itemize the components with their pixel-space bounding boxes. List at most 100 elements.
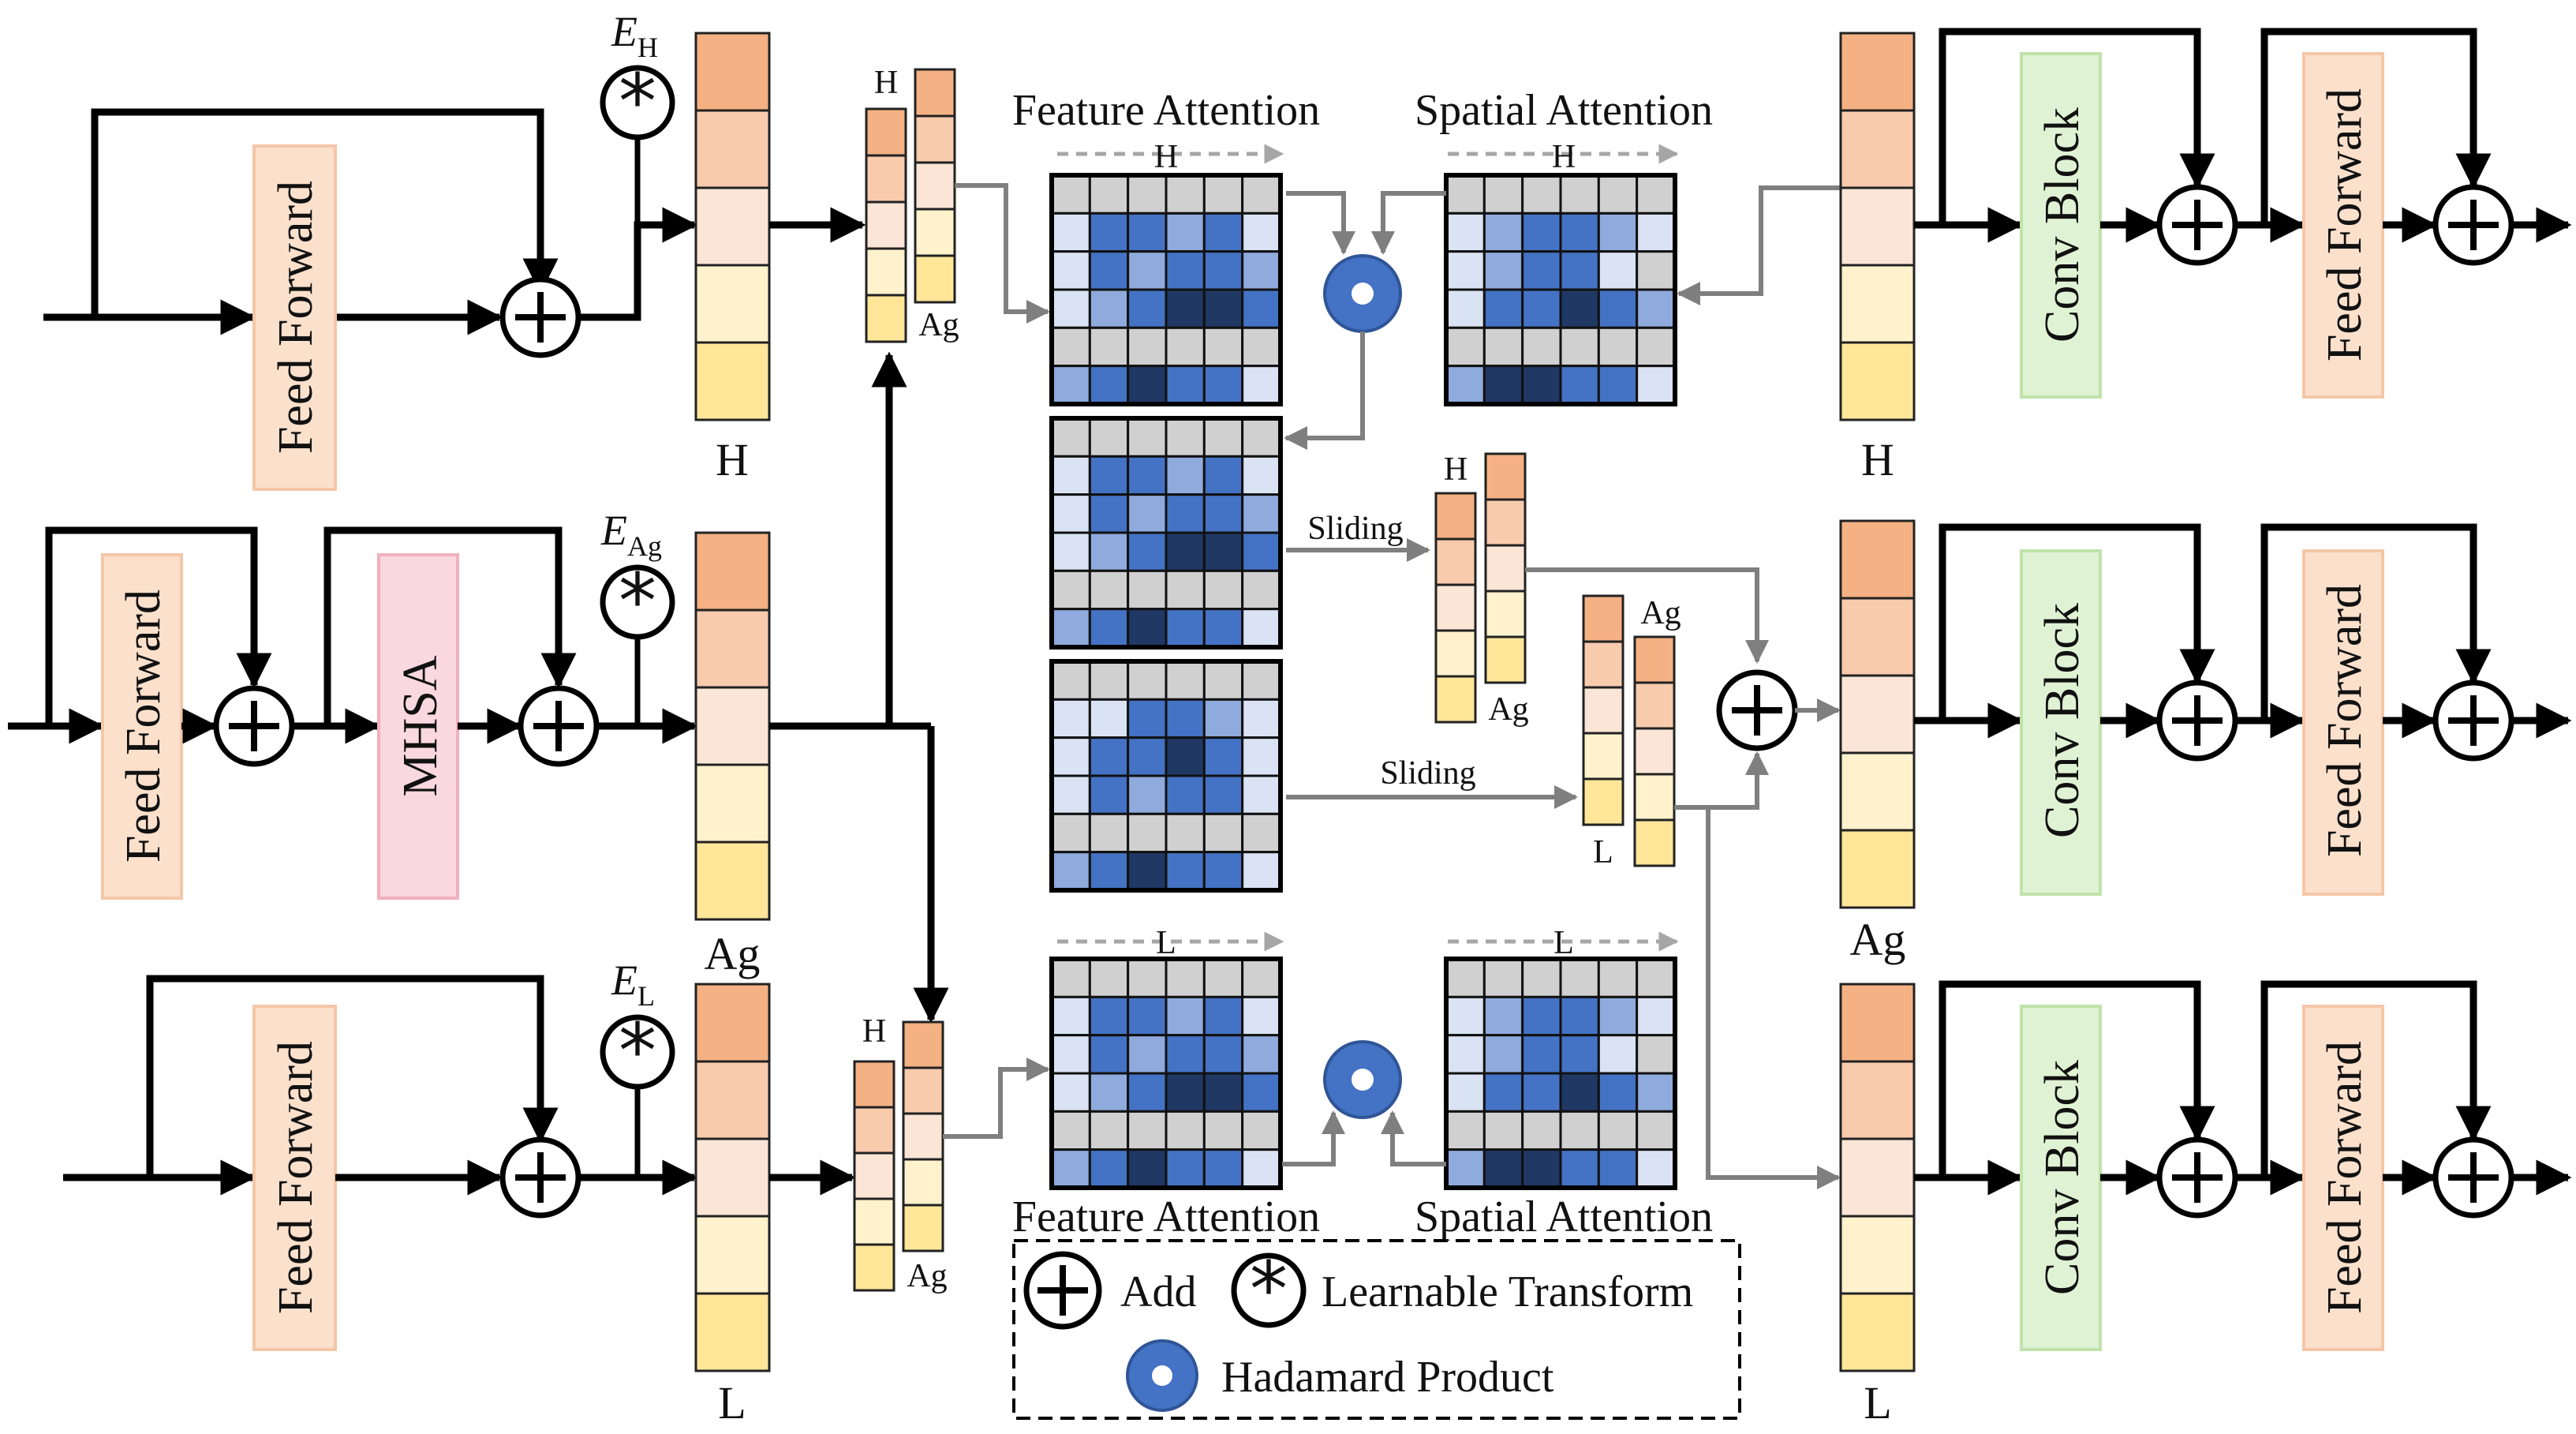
heatmap-cell [1165,455,1206,496]
heatmap-cell [1088,1034,1130,1075]
right-chain-l: Conv Block Feed Forward [1914,980,2572,1351]
token-cell [1582,640,1624,689]
token-bar-l-left [694,983,771,1372]
heatmap-border [1049,957,1283,1190]
heatmap-cell [1127,288,1168,329]
heatmap-cell [1088,851,1130,892]
heatmap-cell [1165,569,1206,611]
feed-forward-label-l: Feed Forward [269,1041,323,1314]
heatmap-cell [1521,326,1562,368]
token-bar-ag-right-label: Ag [1850,914,1906,965]
heatmap-cell [1202,995,1244,1037]
heatmap-cell [1127,455,1168,496]
heatmap-cell [1521,1072,1562,1113]
token-cell [1839,1292,1916,1372]
token-cell [1839,751,1916,832]
pair-bar-ag-bottom [902,1020,944,1252]
heatmap-cell [1088,660,1130,701]
heatmap-cell [1445,1110,1486,1151]
heatmap-cell [1050,417,1091,458]
heatmap-cell [1202,417,1244,458]
heatmap-cell [1597,288,1639,329]
heatmap-cell [1482,326,1524,368]
heatmap-cell [1050,1034,1091,1075]
heatmap-cell [1521,250,1562,291]
heatmap-border [1444,173,1677,406]
e-h-label: EH [611,8,658,63]
heatmap-cell [1559,212,1600,253]
heatmap-cell [1127,174,1168,215]
heatmap-cell [1202,812,1244,854]
heatmap-cell [1088,417,1130,458]
heatmap-cell [1241,774,1282,815]
spatial-attention-title-bottom: Spatial Attention [1415,1193,1713,1241]
pair1-to-add-arrow [1525,567,1769,664]
heatmap-cell [1050,1110,1091,1151]
heatmap-cell [1241,569,1282,611]
e-ag-label: EAg [600,507,662,562]
heatmap-cell [1597,1110,1639,1151]
heatmap-cell [1482,288,1524,329]
add-icon-h-conv [2156,184,2238,266]
conv-block-box-h [2020,52,2102,399]
heatmap-cell [1445,957,1486,998]
heatmap-cell [1050,812,1091,854]
token-cell [1434,629,1477,678]
legend-learnable-icon: * [1231,1245,1307,1334]
token-cell [902,1066,944,1115]
heatmap-cell [1127,1034,1168,1075]
token-cell [694,841,771,921]
token-cell [1839,1137,1916,1218]
heatmap-cell [1636,1034,1677,1075]
heatmap-cell [1202,569,1244,611]
heatmap-cell [1202,212,1244,253]
token-cell [694,1215,771,1295]
heatmap-cell [1521,288,1562,329]
heatmap-cell [1088,455,1130,496]
token-cell [694,32,771,112]
heatmap-border [1049,659,1283,893]
heatmap-cell [1165,365,1206,406]
add-icon-l-ff [2432,1136,2514,1219]
token-cell [694,1060,771,1140]
heatmap-cell [1482,365,1524,406]
heatmap-cell [1445,174,1486,215]
heatmap-cell [1445,326,1486,368]
heatmap-cell [1202,1110,1244,1151]
token-cell [1582,777,1624,826]
token-cell [1582,732,1624,781]
legend-hadamard-icon [1126,1339,1198,1412]
heatmap-cell [1241,736,1282,777]
heatmap-cell [1597,365,1639,406]
conv-block-label-h: Conv Block [2036,107,2089,343]
token-cell [1582,686,1624,735]
h-ff-skip-arrow [2260,28,2492,225]
add-icon-l [499,1136,581,1219]
feed-forward-box-h [252,144,337,491]
heatmap-cell [1445,1148,1486,1189]
heatmap-cell [1127,417,1168,458]
heatmap-cell [1088,493,1130,534]
heatmap-cell [1241,174,1282,215]
heatmap-cell [1636,250,1677,291]
add-icon-middle-right [1716,669,1798,751]
heatmap-cell [1241,851,1282,892]
svg-text:*: * [619,557,656,646]
add-icon-ag-1 [213,685,295,767]
pair-bar-h-bottom-label: H [862,1013,886,1050]
heatmap-cell [1482,1148,1524,1189]
token-cell [865,200,907,250]
token-cell [914,208,956,257]
right-chain-ag: Conv Block Feed Forward [1914,523,2572,896]
heatmap-spatial-top [1444,173,1677,406]
heatmap-cell [1088,1110,1130,1151]
svg-text:*: * [619,1007,656,1095]
heatmap-cell [1241,1148,1282,1189]
token-cell [853,1151,895,1200]
heatmap-cell [1088,608,1130,649]
token-cell [1434,492,1477,541]
token-cell [694,1292,771,1372]
heatmap-cell [1445,288,1486,329]
feature-attention-title-bottom: Feature Attention [1012,1193,1320,1241]
ag-ff-skip-arrow [2260,523,2492,721]
